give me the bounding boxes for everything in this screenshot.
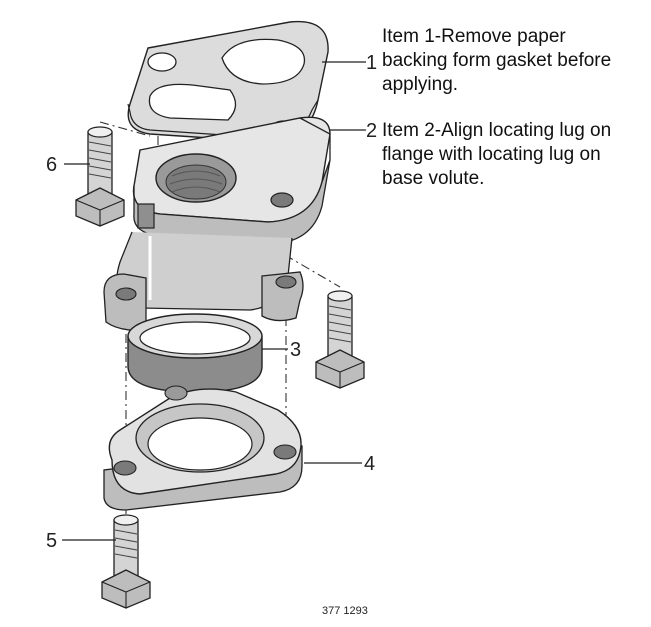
note-1-line-2: backing form gasket before [382, 50, 611, 71]
note-item-2: Item 2-Align locating lug on flange with… [382, 120, 611, 189]
flange [103, 116, 331, 331]
note-2-line-3: base volute. [382, 168, 484, 189]
callout-5: 5 [46, 530, 57, 552]
note-1-line-1: Item 1-Remove paper [382, 26, 566, 47]
callout-3: 3 [290, 339, 301, 361]
note-2-line-2: flange with locating lug on [382, 144, 601, 165]
callout-1: 1 [366, 52, 377, 74]
bottom-bolt [101, 514, 151, 609]
note-2-line-1: Item 2-Align locating lug on [382, 120, 611, 141]
ring [127, 313, 263, 393]
note-1-line-3: applying. [382, 74, 458, 95]
base-flange [103, 385, 303, 511]
left-bolt [75, 126, 125, 227]
callout-4: 4 [364, 453, 375, 475]
right-bolt [315, 290, 365, 389]
leader-lines [62, 61, 366, 541]
callout-6: 6 [46, 154, 57, 176]
figure-code: 377 1293 [322, 605, 368, 617]
callout-numbers: 1 2 3 4 5 6 [46, 52, 377, 552]
callout-2: 2 [366, 120, 377, 142]
note-item-1: Item 1-Remove paper backing form gasket … [382, 26, 611, 95]
